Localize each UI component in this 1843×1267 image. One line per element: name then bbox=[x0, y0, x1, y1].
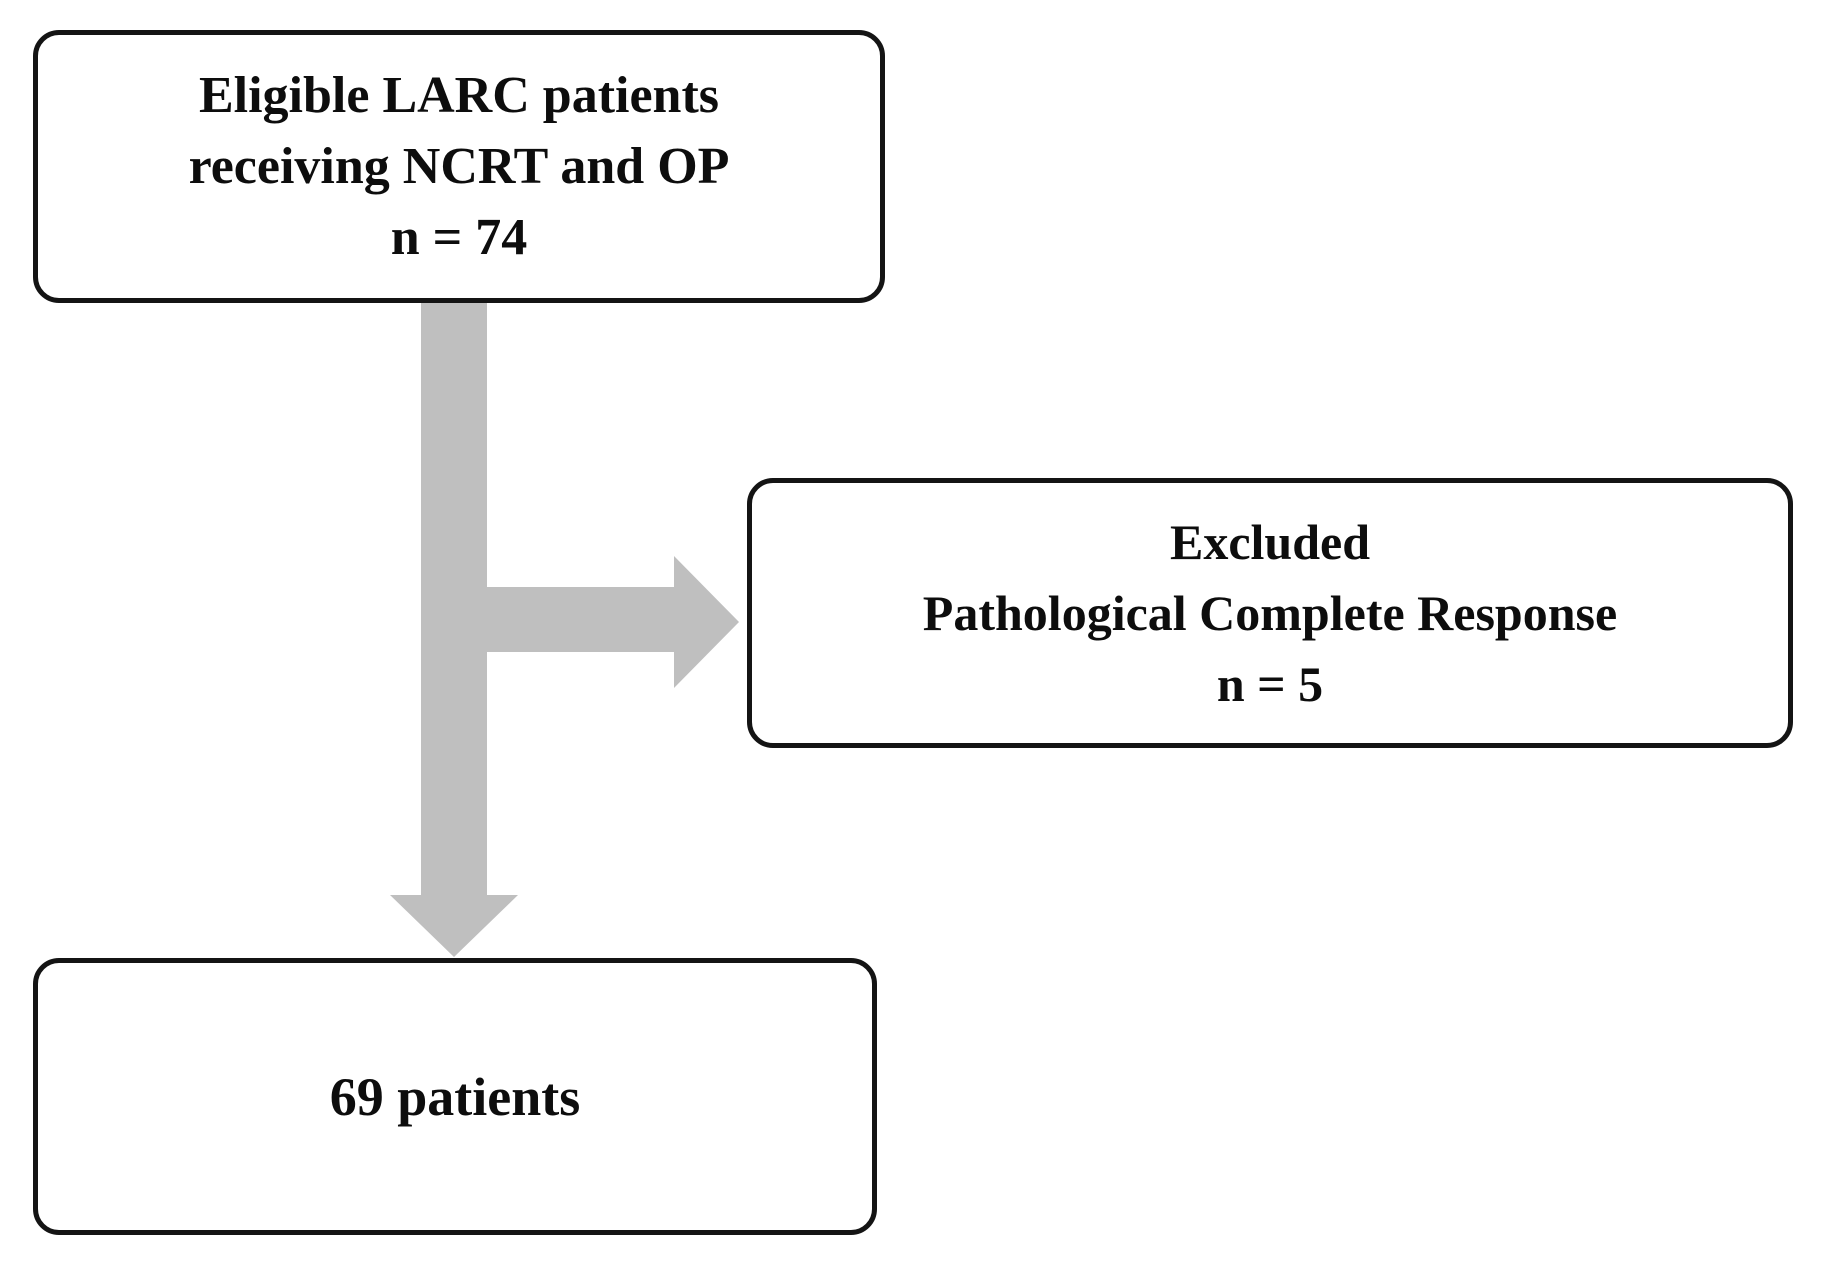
branch-right-arrow bbox=[487, 556, 739, 688]
final-patients-box: 69 patients bbox=[33, 958, 877, 1235]
excluded-count: n = 5 bbox=[1216, 655, 1324, 712]
eligible-patients-box: Eligible LARC patients receiving NCRT an… bbox=[33, 30, 885, 303]
eligible-count: n = 74 bbox=[390, 209, 528, 266]
final-count: 69 patients bbox=[329, 1066, 581, 1127]
eligible-line-2: receiving NCRT and OP bbox=[188, 138, 730, 195]
excluded-line-2: Pathological Complete Response bbox=[922, 584, 1618, 641]
down-arrow bbox=[390, 303, 518, 957]
excluded-box: Excluded Pathological Complete Response … bbox=[747, 478, 1793, 748]
excluded-line-1: Excluded bbox=[1169, 513, 1371, 570]
eligible-line-1: Eligible LARC patients bbox=[198, 67, 720, 124]
